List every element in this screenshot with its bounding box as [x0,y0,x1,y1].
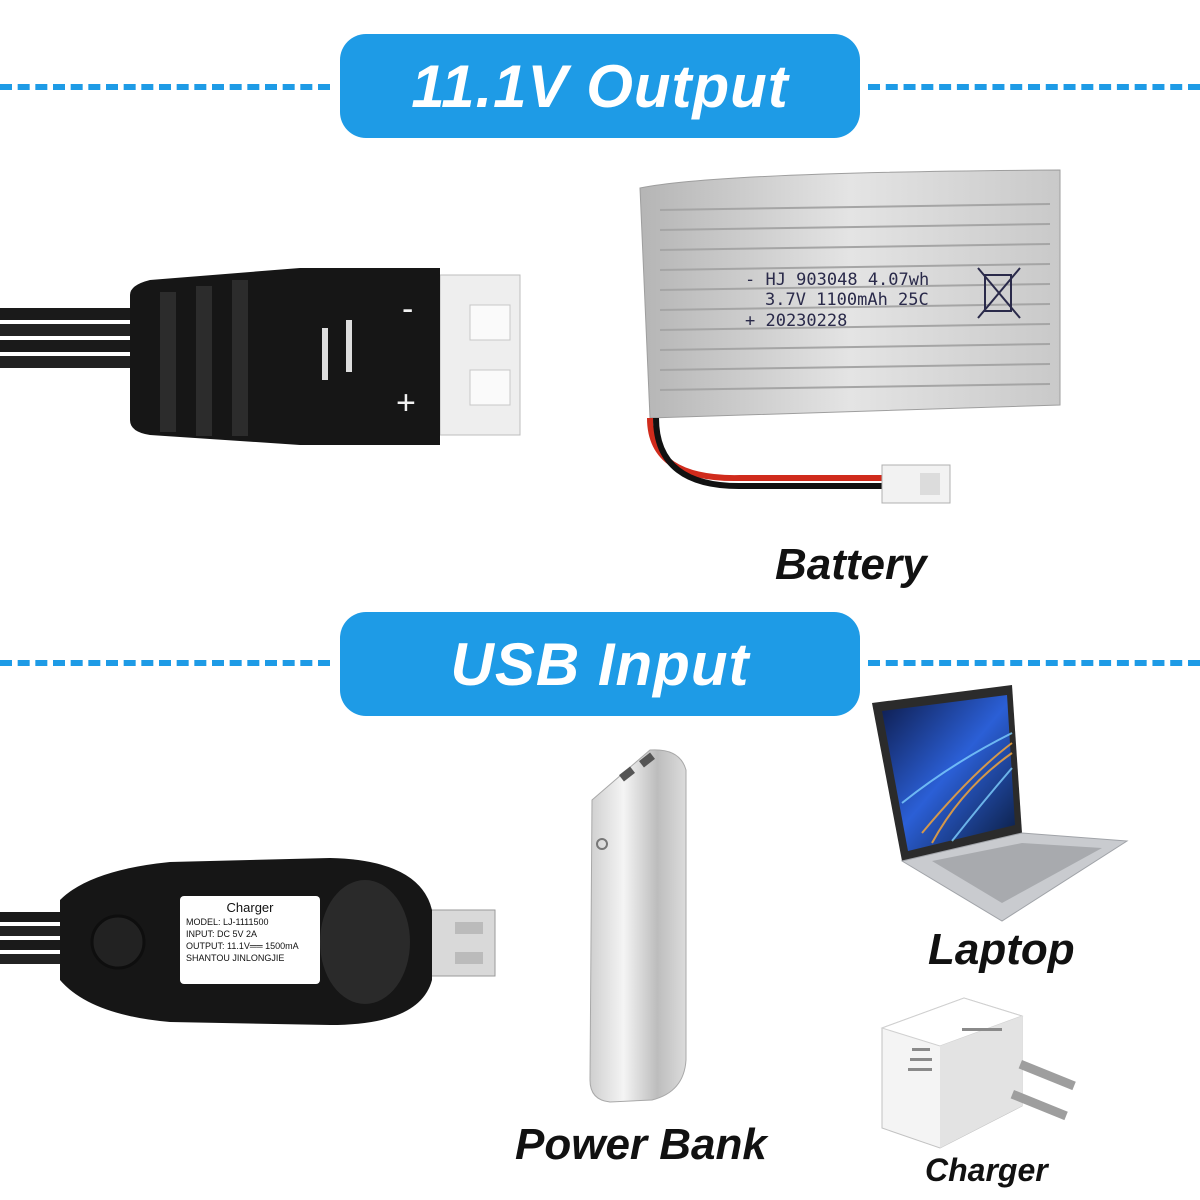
laptop-image [872,685,1129,922]
battery-caption: Battery [775,540,927,589]
input-section-label: USB Input [340,612,860,716]
recycle-bin-icon [977,267,1021,319]
output-section-label: 11.1V Output [340,34,860,138]
plus-mark: + [396,384,416,422]
divider-right-bottom [868,660,1200,666]
power-bank-caption: Power Bank [515,1120,767,1169]
output-connector-image: - + [0,268,521,445]
laptop-caption: Laptop [928,925,1075,974]
sticker-input: INPUT: DC 5V 2A [186,929,258,939]
sticker-output: OUTPUT: 11.1V══ 1500mA [186,941,299,951]
divider-left-bottom [0,660,330,666]
battery-image: - HJ 903048 4.07wh 3.7V 1100mAh 25C + 20… [639,169,1061,504]
divider-right-top [868,84,1200,90]
sticker-model: MODEL: LJ-1111500 [186,917,269,927]
battery-label-line3: + 20230228 [745,311,847,331]
usb-charger-sticker: Charger MODEL: LJ-1111500 INPUT: DC 5V 2… [180,896,320,984]
battery-label-line1: - HJ 903048 4.07wh [745,270,929,290]
power-bank-image [589,749,687,1103]
battery-label-line2: 3.7V 1100mAh 25C [765,290,929,310]
sticker-title: Charger [226,900,274,915]
sticker-maker: SHANTOU JINLONGJIE [186,953,285,963]
minus-mark: - [402,290,413,328]
wall-charger-image [880,997,1076,1149]
divider-left-top [0,84,330,90]
charger-caption: Charger [925,1152,1048,1188]
